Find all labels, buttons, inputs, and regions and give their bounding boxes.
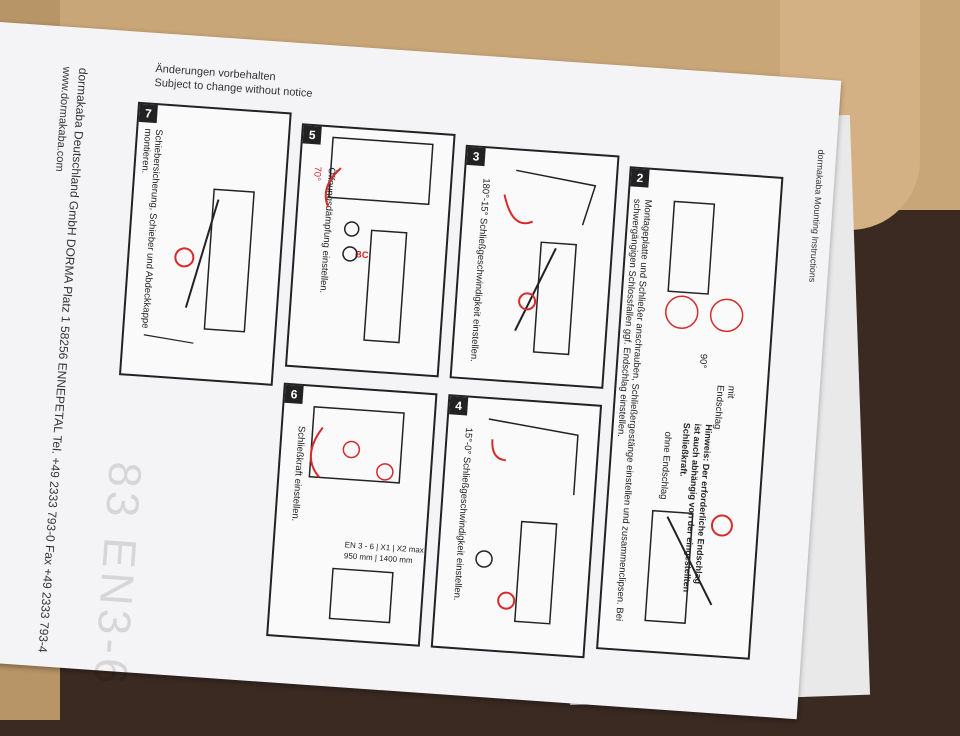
closer-arm-illustration xyxy=(143,188,255,344)
latch-speed-illustration xyxy=(475,418,579,625)
step-3-panel: 3 180°-15° Schließgeschwindigkeit einste… xyxy=(449,144,620,389)
step-6-panel: 6 Schließkraft einstellen. EN 3 - 6 | X1… xyxy=(266,382,438,647)
step-2-panel: 2 Montageplatte und Schließer anschraube… xyxy=(596,166,784,660)
step-7-panel: 7 Schiebersicherung, Schieber und Abdeck… xyxy=(118,101,292,386)
door-damping-illustration xyxy=(324,136,434,344)
instruction-sheet: dormakaba Deutschland GmbH DORMA Platz 1… xyxy=(0,20,842,720)
closing-force-illustration xyxy=(308,406,405,624)
doc-title: dormakaba Mounting Instructions xyxy=(807,149,827,283)
step-4-panel: 4 15°-0° Schließgeschwindigkeit einstell… xyxy=(430,394,603,659)
mounting-plate-illustration xyxy=(644,200,744,624)
step-5-panel: 5 70° Öffnungsdämpfung einstellen. BC xyxy=(284,123,456,378)
watermark: 83 EN3-6 xyxy=(84,459,152,690)
closing-speed-illustration xyxy=(503,169,597,356)
